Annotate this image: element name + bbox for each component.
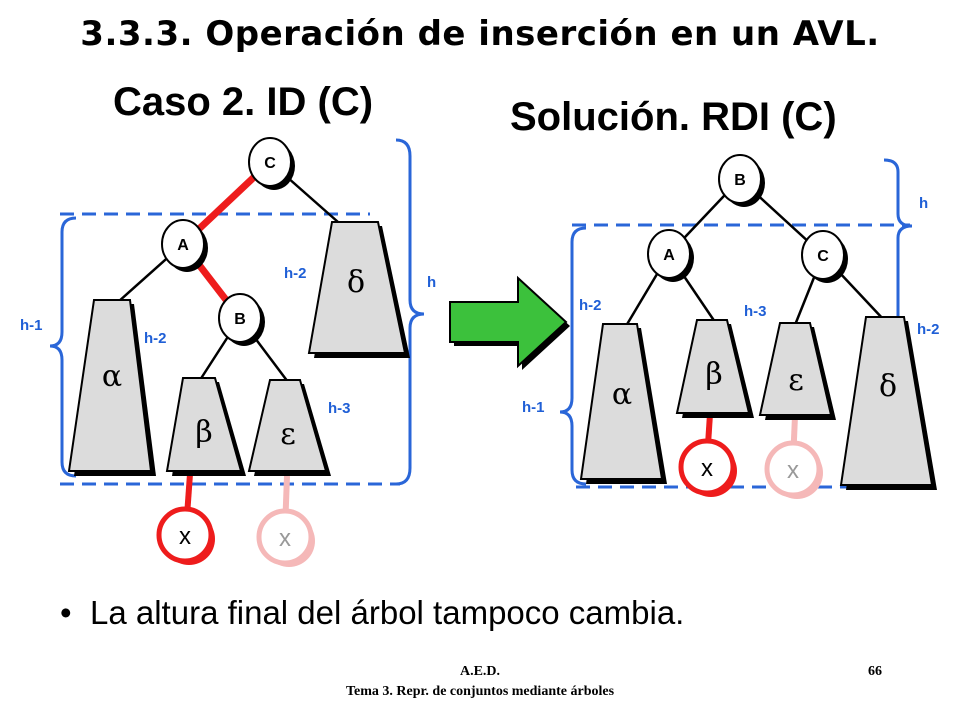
right-node-x: x (678, 438, 737, 497)
right-label-h-minus-2-left: h-2 (579, 297, 602, 314)
left-label-h: h (427, 274, 436, 291)
right-subtree-epsilon: ε (758, 322, 836, 420)
footer-course: A.E.D. (459, 664, 501, 679)
right-node-x-label: x (701, 455, 713, 482)
bullet-point: • La altura final del árbol tampoco cambi… (60, 594, 684, 632)
left-subtree-beta: β (165, 377, 246, 476)
left-node-b: B (218, 293, 265, 346)
left-node-x: x (156, 506, 215, 565)
left-node-c: C (248, 137, 295, 190)
left-case-title: Caso 2. ID (C) (113, 80, 374, 124)
right-label-h-minus-1: h-1 (522, 399, 545, 416)
right-node-a-label: A (663, 247, 675, 264)
left-label-h-minus-3: h-3 (328, 400, 351, 417)
left-node-x-label: x (179, 523, 191, 550)
left-node-c-label: C (264, 155, 276, 172)
right-solution-title: Solución. RDI (C) (510, 95, 837, 139)
right-alpha-label: α (612, 377, 632, 412)
right-label-h: h (919, 195, 928, 212)
left-brace-h (395, 138, 425, 486)
right-subtree-delta: δ (839, 316, 937, 490)
left-node-x-alt: x (256, 508, 315, 567)
right-node-x-alt: x (764, 440, 823, 499)
left-brace-h-minus-1 (49, 216, 77, 478)
bullet-marker: • (60, 594, 72, 631)
right-delta-label: δ (879, 369, 897, 404)
left-label-h-minus-1: h-1 (20, 317, 43, 334)
left-node-b-label: B (234, 311, 246, 328)
right-node-b-label: B (734, 172, 746, 189)
right-label-h-minus-2-right: h-2 (917, 321, 940, 338)
page-number: 66 (868, 664, 882, 679)
left-epsilon-label: ε (280, 417, 296, 452)
right-beta-label: β (705, 357, 722, 392)
left-subtree-epsilon: ε (247, 379, 331, 476)
slide-title: 3.3.3. Operación de inserción en un AVL. (80, 14, 880, 54)
left-node-a-label: A (177, 237, 189, 254)
left-tree: α β ε δ C A B (20, 137, 436, 567)
right-label-h-minus-3: h-3 (744, 303, 767, 320)
right-node-x-alt-label: x (787, 457, 799, 484)
right-node-c-label: C (817, 248, 829, 265)
left-label-h-minus-2-alpha: h-2 (144, 330, 167, 347)
left-subtree-alpha: α (67, 299, 156, 476)
right-node-a: A (647, 229, 694, 282)
right-subtree-beta: β (675, 319, 754, 418)
rotation-arrow (449, 275, 570, 370)
left-node-a: A (161, 219, 208, 272)
footer-topic: Tema 3. Repr. de conjuntos mediante árbo… (345, 684, 615, 699)
left-node-x-alt-label: x (279, 525, 291, 552)
right-subtree-alpha: α (579, 323, 667, 484)
right-tree: α β ε δ B A C (522, 154, 940, 499)
left-alpha-label: α (102, 359, 122, 394)
right-brace-h-minus-1 (559, 226, 587, 486)
left-subtree-delta: δ (307, 221, 410, 358)
right-node-b: B (718, 154, 765, 207)
bullet-text: La altura final del árbol tampoco cambia… (90, 594, 685, 631)
left-label-h-minus-2-delta: h-2 (284, 265, 307, 282)
left-delta-label: δ (347, 265, 365, 300)
right-node-c: C (801, 230, 848, 283)
right-epsilon-label: ε (788, 363, 804, 398)
left-beta-label: β (195, 415, 212, 450)
